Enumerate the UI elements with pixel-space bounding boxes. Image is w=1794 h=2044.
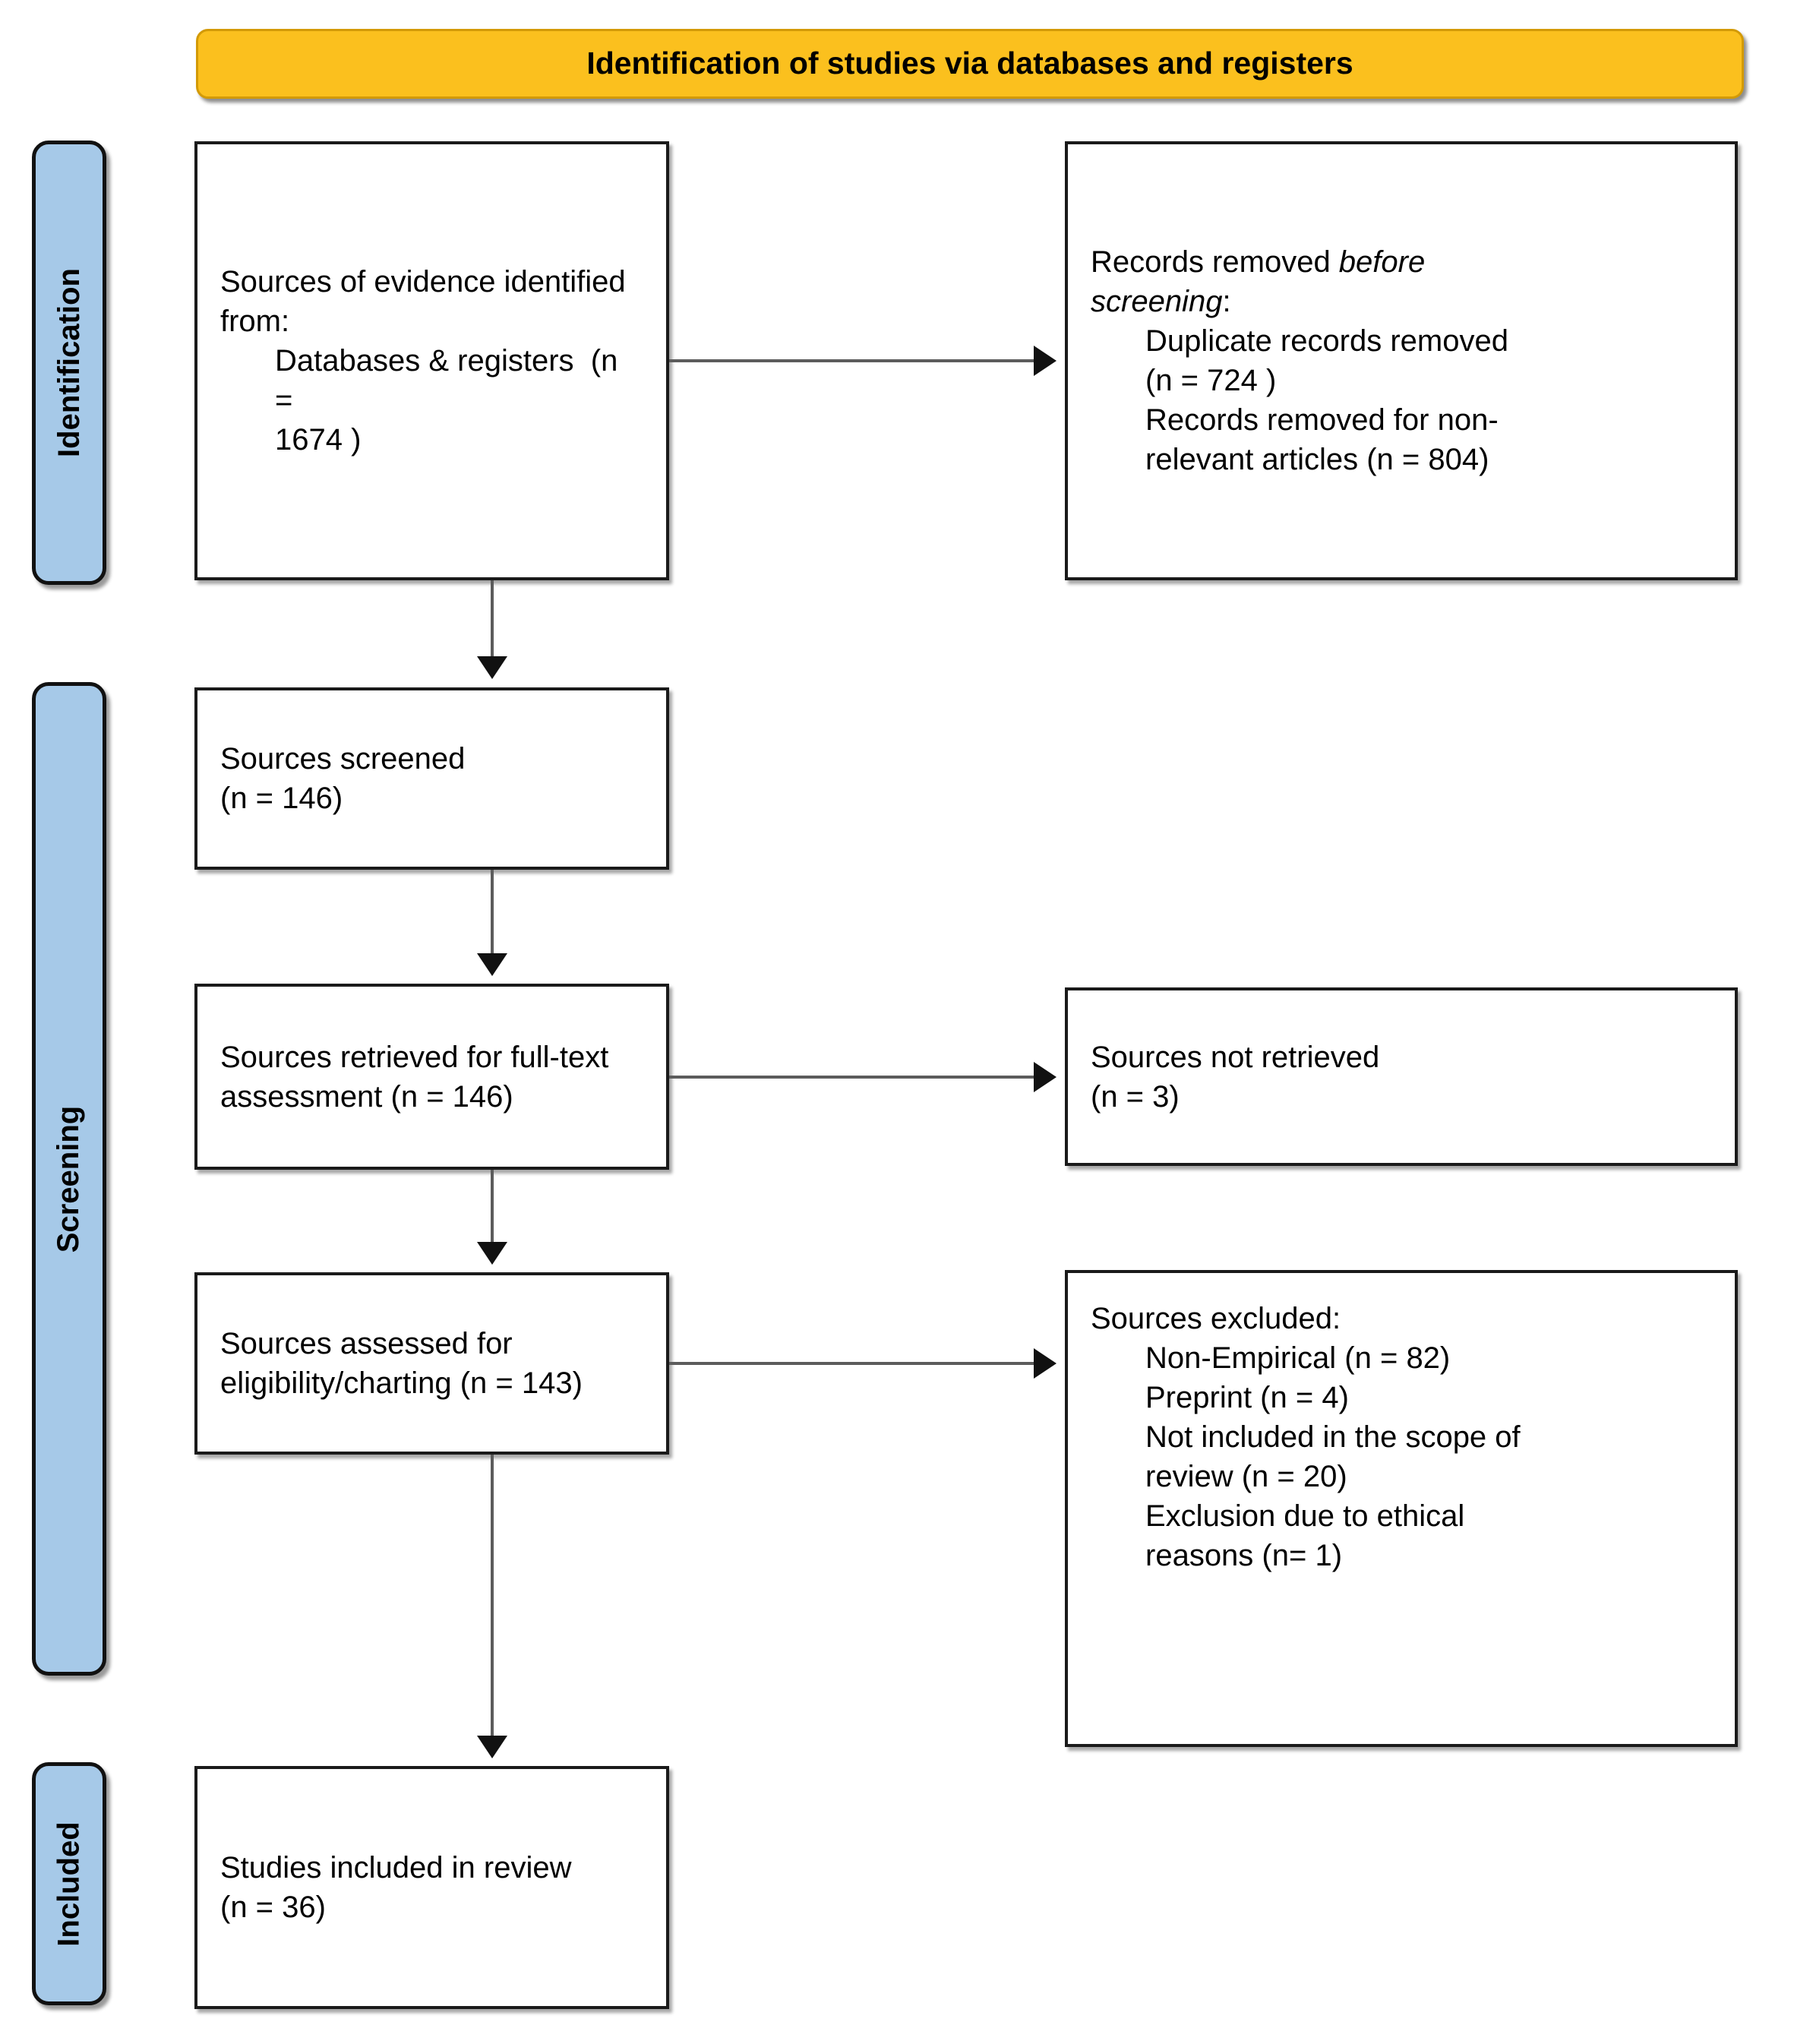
node-sources-excluded: Sources excluded: Non-Empirical (n = 82)… [1065, 1270, 1738, 1747]
text-line: (n = 724 ) [1145, 364, 1277, 397]
connector-identified-to-removed [669, 359, 1034, 362]
text-line: (n = 146) [220, 782, 343, 815]
text-line: reasons (n= 1) [1145, 1539, 1343, 1572]
stage-label-included: Included [32, 1762, 106, 2005]
connector-screened-to-retrieved [491, 870, 494, 953]
node-sources-retrieved-body: Sources retrieved for full-text assessme… [197, 1038, 666, 1117]
connector-assessed-to-excluded [669, 1362, 1034, 1365]
node-records-removed-body: Records removed before screening: Duplic… [1068, 242, 1735, 479]
text-line: eligibility/charting (n = 143) [220, 1366, 583, 1400]
arrow-down-icon [477, 1242, 507, 1265]
text-segment-italic: before [1338, 245, 1426, 279]
node-sources-excluded-body: Sources excluded: Non-Empirical (n = 82)… [1068, 1273, 1735, 1575]
stage-label-identification: Identification [32, 141, 106, 585]
text-segment-italic: screening [1091, 285, 1223, 318]
text-line: review (n = 20) [1145, 1460, 1347, 1493]
text-line: 1674 ) [275, 423, 362, 457]
text-line: screening: [1091, 282, 1712, 321]
text-line: Sources assessed for [220, 1327, 513, 1360]
text-line: Records removed before [1091, 242, 1712, 282]
text-line: Databases & registers (n = [275, 344, 627, 417]
text-line: Sources of evidence identified [220, 265, 626, 299]
arrow-down-icon [477, 1736, 507, 1758]
stage-label-screening: Screening [32, 682, 106, 1676]
connector-assessed-to-included [491, 1455, 494, 1736]
text-line: Exclusion due to ethical [1145, 1499, 1465, 1533]
text-line: Duplicate records removed [1145, 324, 1508, 358]
arrow-right-icon [1034, 346, 1057, 376]
node-sources-not-retrieved: Sources not retrieved (n = 3) [1065, 987, 1738, 1166]
text-line: (n = 3) [1091, 1079, 1180, 1114]
stage-label-screening-text: Screening [52, 1105, 86, 1253]
node-sources-screened-body: Sources screened (n = 146) [197, 739, 666, 818]
arrow-right-icon [1034, 1062, 1057, 1092]
text-segment: Records removed [1091, 245, 1339, 279]
text-line: Sources not retrieved [1091, 1040, 1380, 1074]
text-line: from: [220, 305, 290, 338]
text-line: Sources screened [220, 742, 466, 776]
node-sources-identified: Sources of evidence identified from: Dat… [194, 141, 669, 580]
node-sources-screened: Sources screened (n = 146) [194, 687, 669, 870]
node-sources-assessed: Sources assessed for eligibility/chartin… [194, 1272, 669, 1455]
node-studies-included-body: Studies included in review (n = 36) [197, 1848, 666, 1927]
node-records-removed-before-screening: Records removed before screening: Duplic… [1065, 141, 1738, 580]
node-sources-retrieved: Sources retrieved for full-text assessme… [194, 984, 669, 1170]
text-line: assessment (n = 146) [220, 1079, 513, 1114]
arrow-down-icon [477, 953, 507, 976]
text-line: Sources retrieved for full-text [220, 1040, 609, 1074]
text-line: Not included in the scope of [1145, 1420, 1521, 1454]
text-line: Studies included in review [220, 1851, 572, 1884]
node-sources-assessed-body: Sources assessed for eligibility/chartin… [197, 1324, 666, 1403]
arrow-right-icon [1034, 1348, 1057, 1379]
stage-label-identification-text: Identification [52, 268, 86, 457]
diagram-header-banner: Identification of studies via databases … [196, 29, 1744, 99]
connector-retrieved-to-not-retrieved [669, 1076, 1034, 1079]
arrow-down-icon [477, 656, 507, 679]
diagram-title: Identification of studies via databases … [586, 46, 1353, 81]
text-line: Non-Empirical (n = 82) [1145, 1341, 1451, 1375]
text-line: (n = 36) [220, 1891, 326, 1924]
text-line: Records removed for non- [1145, 403, 1499, 437]
node-sources-not-retrieved-body: Sources not retrieved (n = 3) [1068, 1038, 1735, 1117]
node-sources-identified-body: Sources of evidence identified from: Dat… [197, 262, 666, 460]
node-studies-included: Studies included in review (n = 36) [194, 1766, 669, 2009]
text-line: Sources excluded: [1091, 1302, 1341, 1335]
text-segment: : [1222, 285, 1231, 318]
connector-retrieved-to-assessed [491, 1170, 494, 1242]
stage-label-included-text: Included [52, 1821, 86, 1947]
text-line: Preprint (n = 4) [1145, 1381, 1349, 1414]
text-line: relevant articles (n = 804) [1145, 443, 1489, 476]
connector-identified-to-screened [491, 580, 494, 656]
